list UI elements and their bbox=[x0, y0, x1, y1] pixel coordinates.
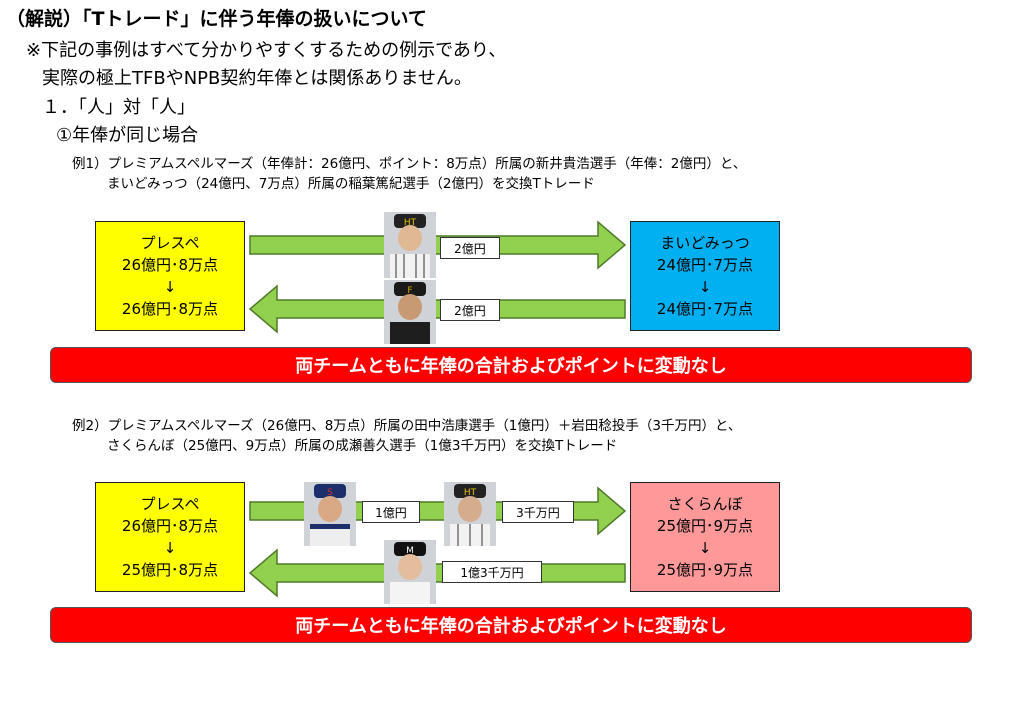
team-before: 26億円･8万点 bbox=[121, 256, 219, 274]
disclaimer-line-1: ※下記の事例はすべて分かりやすくするための例示であり、 bbox=[26, 40, 507, 61]
team-before: 25億円･9万点 bbox=[656, 517, 754, 535]
example1-team-box-maidomittsu: まいどみっつ 24億円･7万点 ↓ 24億円･7万点 bbox=[630, 221, 780, 331]
example1-team-box-prespe: プレスペ 26億円･8万点 ↓ 26億円･8万点 bbox=[95, 221, 245, 331]
team-after: 25億円･9万点 bbox=[656, 561, 754, 579]
example2-description-line-2: さくらんぼ（25億円、9万点）所属の成瀬善久選手（1億3千万円）を交換Tトレード bbox=[107, 438, 618, 454]
player-photo-arai: HT bbox=[384, 212, 436, 278]
example2-salary-label-bottom: 1億3千万円 bbox=[442, 561, 542, 583]
example1-salary-label-bottom: 2億円 bbox=[440, 299, 500, 321]
team-name: まいどみっつ bbox=[660, 234, 750, 252]
example2-team-box-sakuranbo: さくらんぼ 25億円･9万点 ↓ 25億円･9万点 bbox=[630, 482, 780, 592]
example1-description-line-1: 例1）プレミアムスペルマーズ（年俸計：26億円、ポイント：8万点）所属の新井貴浩… bbox=[72, 156, 747, 172]
team-after: 26億円･8万点 bbox=[121, 300, 219, 318]
section-heading: １．「人」対「人」 bbox=[42, 97, 195, 118]
example2-description-line-1: 例2）プレミアムスペルマーズ（26億円、8万点）所属の田中浩康選手（1億円）＋岩… bbox=[72, 418, 742, 434]
example2-team-box-prespe: プレスペ 26億円･8万点 ↓ 25億円･8万点 bbox=[95, 482, 245, 592]
example2-result-banner: 両チームともに年俸の合計およびポイントに変動なし bbox=[50, 607, 972, 643]
svg-text:HT: HT bbox=[464, 488, 477, 498]
example1-arrow-right bbox=[249, 220, 627, 270]
team-after: 25億円･8万点 bbox=[121, 561, 219, 579]
team-before: 26億円･8万点 bbox=[121, 517, 219, 535]
player-photo-naruse: M bbox=[384, 540, 436, 604]
svg-text:F: F bbox=[407, 286, 412, 296]
player-photo-tanaka: S bbox=[304, 482, 356, 546]
player-photo-inaba: F bbox=[384, 280, 436, 344]
svg-text:M: M bbox=[406, 546, 414, 556]
example2-salary-label-top-2: 3千万円 bbox=[502, 501, 574, 523]
team-name: プレスペ bbox=[140, 495, 200, 513]
team-name: さくらんぼ bbox=[667, 495, 743, 513]
example1-salary-label-top: 2億円 bbox=[440, 237, 500, 259]
svg-text:HT: HT bbox=[404, 218, 417, 228]
team-name: プレスペ bbox=[140, 234, 200, 252]
team-before: 24億円･7万点 bbox=[656, 256, 754, 274]
down-arrow: ↓ bbox=[163, 278, 177, 296]
down-arrow: ↓ bbox=[163, 539, 177, 557]
example1-result-banner: 両チームともに年俸の合計およびポイントに変動なし bbox=[50, 347, 972, 383]
example1-arrow-left bbox=[248, 284, 626, 334]
subsection-heading: ①年俸が同じ場合 bbox=[56, 125, 199, 146]
team-after: 24億円･7万点 bbox=[656, 300, 754, 318]
disclaimer-line-2: 実際の極上TFBやNPB契約年俸とは関係ありません。 bbox=[42, 68, 472, 89]
example1-description-line-2: まいどみっつ（24億円、7万点）所属の稲葉篤紀選手（2億円）を交換Tトレード bbox=[107, 176, 595, 192]
svg-text:S: S bbox=[327, 488, 333, 498]
player-photo-iwata: HT bbox=[444, 482, 496, 546]
down-arrow: ↓ bbox=[698, 539, 712, 557]
down-arrow: ↓ bbox=[698, 278, 712, 296]
example2-arrow-left bbox=[248, 548, 626, 598]
example2-salary-label-top-1: 1億円 bbox=[362, 501, 420, 523]
page-title: （解説）「Tトレード」に伴う年俸の扱いについて bbox=[6, 8, 427, 30]
